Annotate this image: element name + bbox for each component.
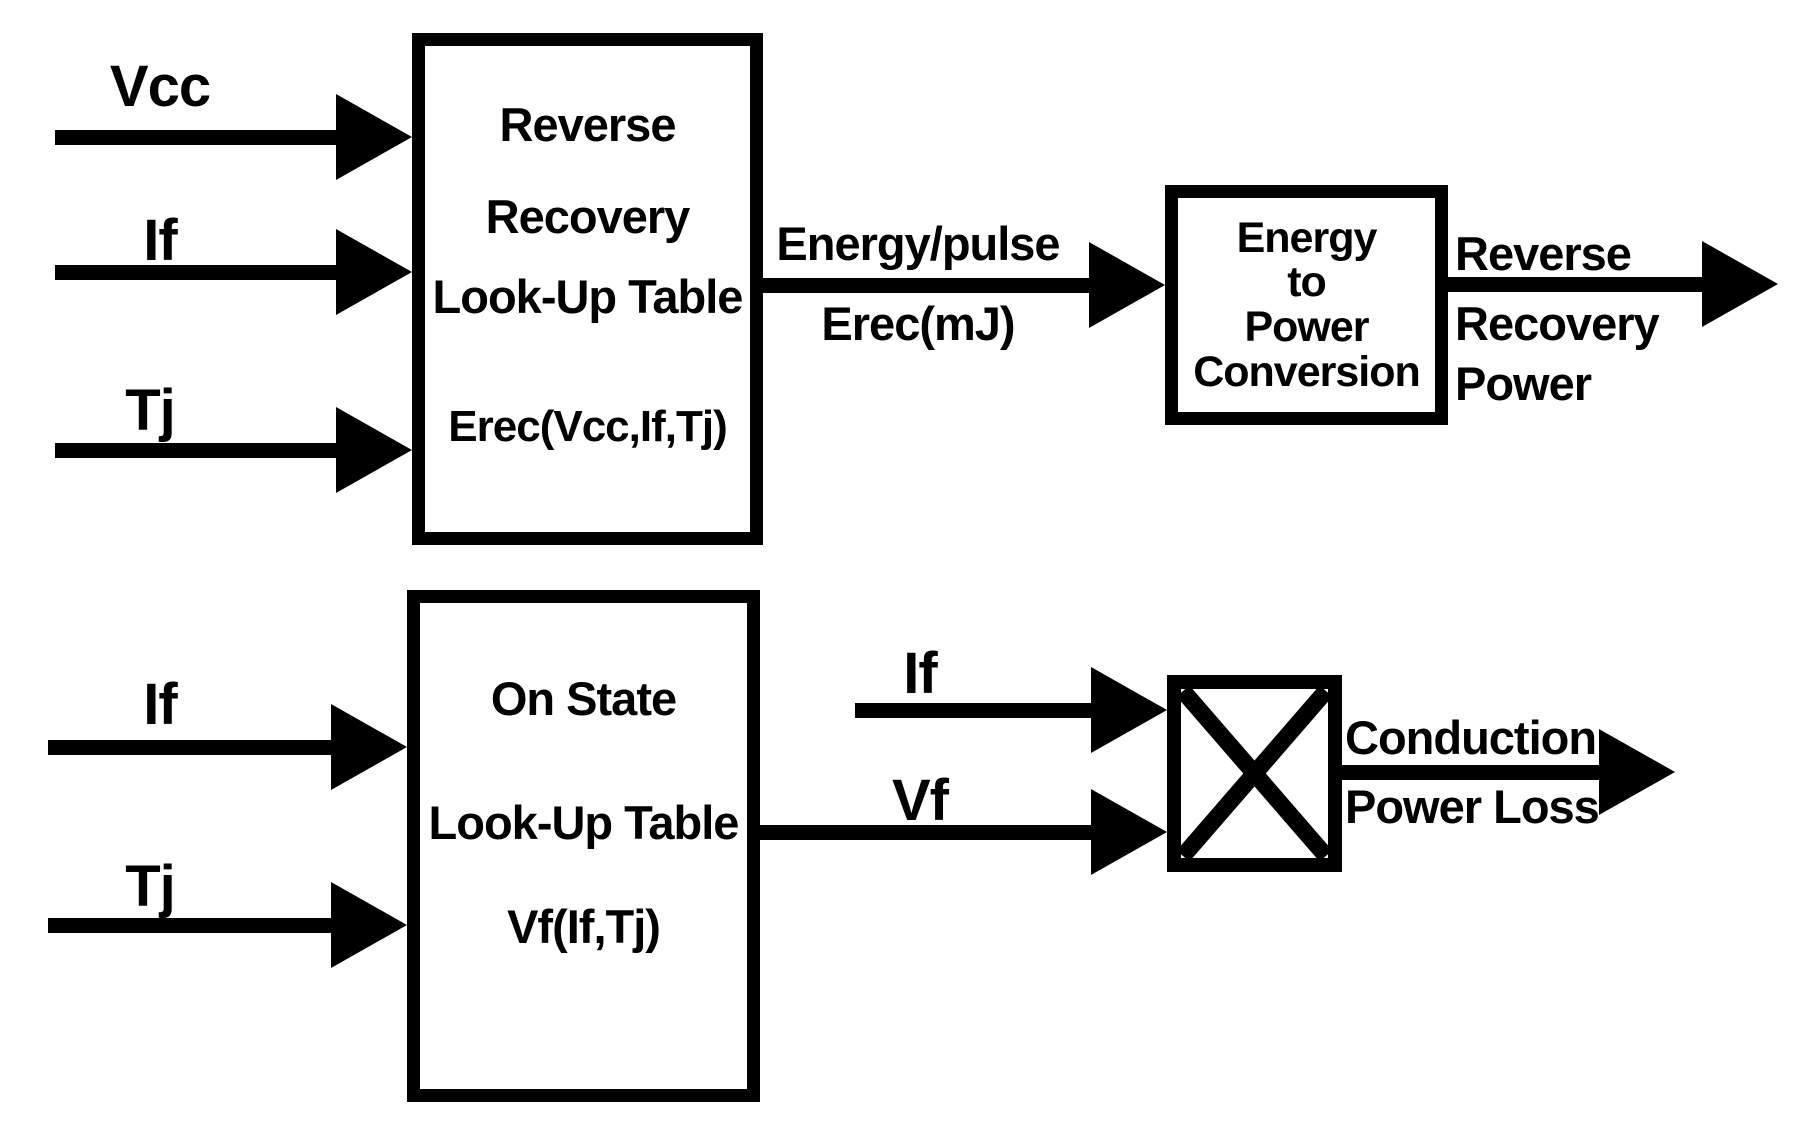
input-label-tj-bottom: Tj (125, 854, 176, 919)
if-top-arrow-line (55, 265, 345, 280)
lut-block-formula: Erec(Vcc,If,Tj) (448, 402, 727, 451)
conduction-label-line1: Conduction (1345, 711, 1597, 764)
on-state-block-text: Look-Up Table (428, 796, 740, 849)
if-bottom-arrow-line (48, 740, 340, 755)
multiply-x-icon (1181, 689, 1328, 858)
input-label-if-bottom: If (143, 672, 177, 737)
tj-top-arrow-line (55, 443, 345, 458)
rr-power-label-line2: Recovery (1455, 297, 1660, 350)
input-label-if-top: If (143, 208, 177, 273)
vf-signal-arrow-line (755, 825, 1100, 840)
rr-power-label-line1: Reverse (1455, 227, 1632, 280)
tj-bottom-arrow-line (48, 918, 340, 933)
erec-mj-label: Erec(mJ) (821, 297, 1015, 350)
vcc-arrowhead-icon (336, 94, 412, 180)
if-signal-arrow-line (855, 703, 1100, 718)
tj-top-arrowhead-icon (336, 407, 412, 493)
lut-block-text: Look-Up Table (432, 270, 744, 323)
conversion-block-text: Power (1244, 303, 1369, 351)
rr-power-arrowhead-icon (1702, 241, 1778, 327)
vf-signal-arrowhead-icon (1091, 789, 1167, 875)
if-signal-arrowhead-icon (1091, 667, 1167, 753)
lut-block-text: Recovery (485, 190, 691, 243)
vcc-arrow-line (55, 130, 345, 145)
conduction-label-line2: Power Loss (1345, 780, 1600, 833)
energy-pulse-arrowhead-icon (1089, 242, 1165, 328)
lut-block-text: Reverse (499, 98, 677, 151)
multiplier-block (1167, 675, 1342, 872)
conversion-block-text: Conversion (1193, 347, 1421, 396)
input-label-vcc: Vcc (109, 54, 211, 119)
input-label-tj-top: Tj (125, 378, 176, 443)
tj-bottom-arrowhead-icon (331, 882, 407, 968)
conversion-block-text: to (1287, 258, 1327, 307)
conversion-block-text: Energy (1236, 213, 1378, 262)
rr-power-arrow-line (1448, 277, 1710, 292)
if-bottom-arrowhead-icon (331, 704, 407, 790)
energy-pulse-arrow-line (763, 278, 1098, 293)
on-state-block-formula: Vf(If,Tj) (507, 900, 661, 953)
conduction-arrowhead-icon (1599, 729, 1675, 815)
reverse-recovery-lut-block: Reverse Recovery Look-Up Table Erec(Vcc,… (412, 33, 763, 545)
conduction-arrow-line (1342, 765, 1607, 780)
if-top-arrowhead-icon (336, 229, 412, 315)
rr-power-label-line3: Power (1455, 357, 1592, 410)
energy-per-pulse-label: Energy/pulse (776, 217, 1060, 270)
energy-to-power-conversion-block: Energy to Power Conversion (1165, 185, 1448, 425)
on-state-lut-block: On State Look-Up Table Vf(If,Tj) (407, 590, 760, 1102)
if-signal-label: If (903, 641, 937, 706)
on-state-block-text: On State (490, 672, 677, 725)
vf-signal-label: Vf (892, 768, 949, 833)
